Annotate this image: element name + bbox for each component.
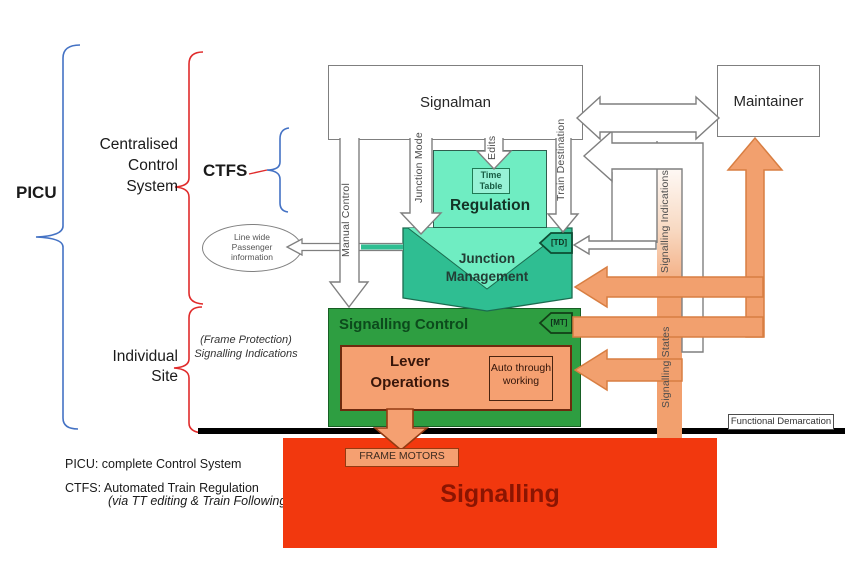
centralised-brace: [174, 51, 204, 305]
regulation-chevron-edges: [407, 227, 568, 290]
passenger-line1: Line wide: [234, 232, 270, 242]
time-table-line2: Table: [479, 181, 503, 191]
states-to-junction-management-arrow: [573, 265, 764, 309]
edits-label: Edits: [486, 135, 498, 161]
ccs-line3: System: [126, 178, 178, 195]
regulation-label: Regulation: [449, 197, 531, 214]
states-to-maintainer-arrow: [726, 136, 784, 338]
frame-protection-note: (Frame Protection) Signalling Indication…: [190, 334, 302, 361]
time-table-box: Time Table: [472, 168, 510, 194]
site-line2: Site: [151, 368, 178, 385]
signalling-control-label: Signalling Control: [339, 316, 469, 333]
regulation-chevron: [408, 228, 567, 289]
frame-motors-box: FRAME MOTORS: [345, 448, 459, 467]
train-destination-arrow: [546, 138, 580, 234]
centralised-control-system-label: Centralised Control System: [88, 134, 178, 197]
auto-through-working-box: Auto through working: [489, 356, 553, 401]
ctfs-connector-line: [248, 169, 268, 175]
picu-brace: [35, 44, 81, 430]
signalman-label: Signalman: [420, 94, 491, 111]
lever-line1: Lever: [389, 353, 431, 370]
functional-demarcation-label-box: Functional Demarcation: [728, 414, 834, 430]
individual-site-brace: [173, 306, 204, 434]
junction-mode-label: Junction Mode: [413, 132, 425, 204]
manual-control-arrow: [328, 138, 370, 309]
maintainer-box: Maintainer: [717, 65, 820, 137]
ctfs-label: CTFS: [203, 161, 248, 180]
ctfs-footnote: CTFS: Automated Train Regulation: [65, 481, 259, 495]
site-line1: Individual: [112, 348, 179, 365]
junction-management-label: Junction Management: [402, 250, 572, 286]
signalman-maintainer-double-arrow: [575, 95, 721, 141]
states-to-lever-arrow: [573, 348, 683, 392]
lever-to-frame-motors-arrow: [372, 408, 430, 452]
ccs-line1: Centralised: [99, 136, 178, 153]
states-to-mt-band: [572, 316, 764, 338]
auto-line1: Auto through: [490, 362, 552, 374]
frame-protection-line1: (Frame Protection): [200, 334, 292, 346]
td-tag-label: [TD]: [551, 238, 567, 247]
passenger-info-ellipse: Line wide Passenger information: [202, 224, 302, 272]
picu-footnote: PICU: complete Control System: [65, 457, 242, 471]
junction-management-line1: Junction: [458, 251, 516, 266]
frame-protection-line2: Signalling Indications: [194, 347, 298, 360]
picu-label: PICU: [16, 183, 57, 202]
lever-line2: Operations: [370, 374, 450, 391]
train-destination-label: Train Destination: [555, 118, 567, 202]
mt-tag-label: [MT]: [550, 318, 568, 327]
ctfs-footnote-2: (via TT editing & Train Following): [108, 494, 291, 508]
manual-control-label: Manual Control: [340, 183, 352, 258]
passenger-line2: Passenger: [231, 242, 273, 252]
functional-demarcation-line: [198, 428, 845, 434]
signalling-label: Signalling: [440, 480, 560, 508]
maintainer-label: Maintainer: [733, 92, 804, 110]
passenger-line3: information: [230, 252, 274, 262]
junction-management-line2: Management: [445, 269, 529, 284]
edits-arrow: [475, 138, 513, 171]
junction-mode-arrow: [399, 138, 443, 236]
functional-demarcation-label: Functional Demarcation: [730, 416, 832, 427]
td-tag-shape: [538, 232, 573, 254]
signalling-indications-label: Signalling Indications: [659, 169, 671, 273]
individual-site-label: Individual Site: [98, 347, 179, 387]
signalman-box: Signalman: [328, 65, 583, 140]
time-table-line1: Time: [480, 170, 502, 180]
passenger-info-teal-segment: [361, 244, 403, 250]
ccs-line2: Control: [128, 157, 178, 174]
auto-line2: working: [502, 375, 540, 387]
mt-tag-shape: [538, 312, 573, 334]
signalling-states-label: Signalling States: [660, 326, 672, 408]
lever-operations-label: Lever Operations: [345, 351, 475, 393]
frame-motors-label: FRAME MOTORS: [359, 450, 445, 462]
td-input-arrow: [572, 234, 657, 256]
